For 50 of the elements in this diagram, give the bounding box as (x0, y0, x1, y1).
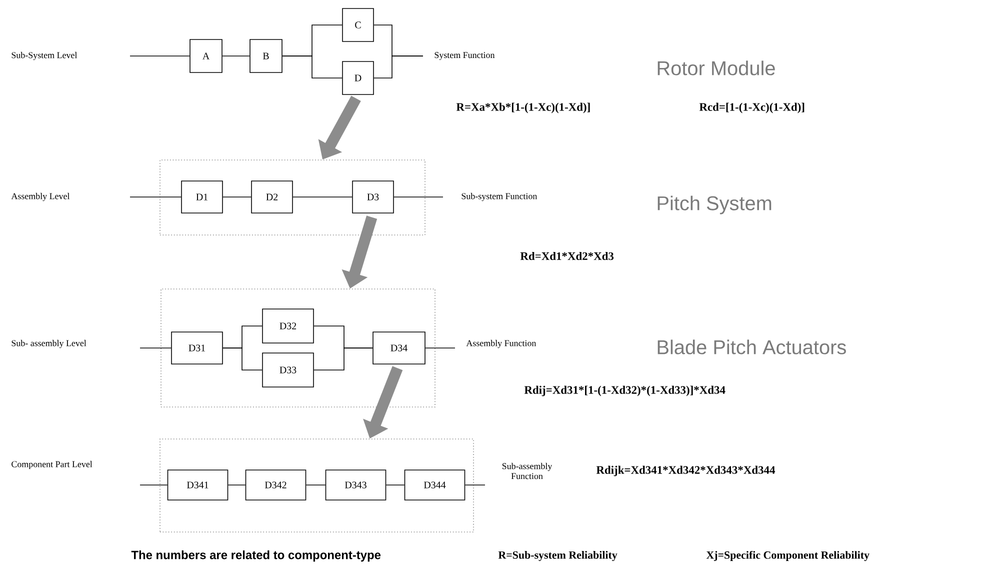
connector-line (374, 56, 424, 78)
component-box: D (342, 61, 374, 95)
component-box: D2 (251, 180, 293, 214)
legend-note: Xj=Specific Component Reliability (706, 550, 870, 562)
connector-line (386, 484, 405, 486)
formula: Rdij=Xd31*[1-(1-Xd32)*(1-Xd33)]*Xd34 (524, 386, 726, 396)
level-label: Sub-assembly Function (502, 462, 552, 480)
level-label: System Function (434, 52, 495, 60)
formula: Rdijk=Xd341*Xd342*Xd343*Xd344 (596, 466, 776, 476)
level-label: Sub-System Level (12, 52, 78, 60)
level-label: Sub- assembly Level (12, 340, 86, 348)
dotted-frame (160, 288, 436, 408)
component-box: D1 (181, 180, 223, 214)
level-label: Assembly Level (11, 192, 70, 202)
component-box: A (190, 39, 222, 73)
dotted-frame (160, 438, 474, 532)
connector-line (222, 348, 262, 370)
connector-line (394, 196, 444, 198)
heading: Blade Pitch Actuators (658, 340, 846, 354)
formula: R=Xa*Xb*[1-(1-Xc)(1-Xd)] (456, 102, 590, 114)
heading: Pitch System (658, 196, 772, 214)
connector-line (140, 484, 168, 486)
component-box: D31 (171, 332, 223, 364)
level-label: Component Part Level (12, 460, 92, 470)
legend-note: R=Sub-system Reliability (498, 551, 618, 561)
connector-line (282, 56, 342, 78)
component-box: D342 (245, 470, 306, 500)
connector-line (306, 484, 326, 486)
connector-line (130, 196, 182, 198)
connector-line (464, 484, 486, 486)
dotted-frame (160, 160, 426, 236)
component-box: D343 (325, 470, 386, 500)
component-box: D344 (404, 470, 466, 500)
component-box: C (342, 8, 374, 42)
connector-line (222, 196, 252, 198)
component-box: B (250, 39, 282, 73)
formula: Rcd=[1-(1-Xc)(1-Xd)] (699, 102, 804, 114)
level-label: Assembly Function (466, 340, 536, 348)
component-box: D32 (262, 308, 314, 344)
level-label: Sub-system Function (462, 192, 538, 202)
formula: Rd=Xd1*Xd2*Xd3 (520, 252, 614, 260)
note: The numbers are related to component-type (131, 550, 381, 562)
connector-line (314, 348, 373, 370)
component-box: D341 (167, 470, 228, 500)
component-box: D34 (372, 332, 426, 364)
component-box: D3 (352, 180, 394, 214)
connector-line (228, 484, 246, 486)
connector-line (292, 196, 352, 198)
component-box: D33 (262, 352, 314, 388)
heading: Rotor Module (658, 60, 775, 76)
